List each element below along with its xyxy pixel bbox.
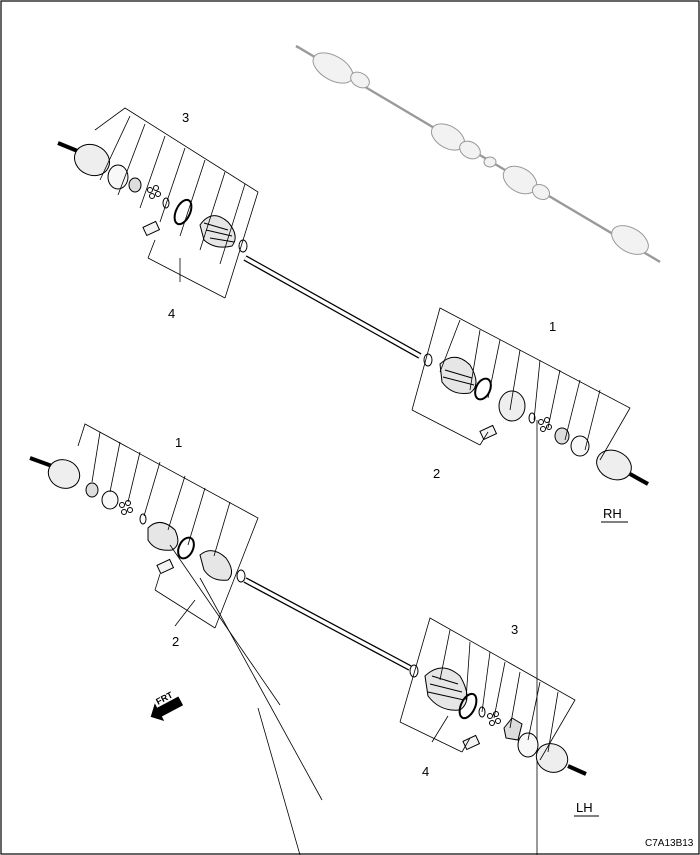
lh-inner-joint-parts [29,456,246,583]
callout-rh-right-1: 1 [549,319,556,334]
overview-axle-ghost [295,44,663,266]
rh-outer-joint-parts [423,353,649,486]
callout-lh-right-3: 3 [511,622,518,637]
lh-inner-leader-frame [77,423,323,855]
lh-outer-joint-parts [409,664,587,776]
rh-axle-shaft [243,255,422,359]
figure-code: C7A13B13 [645,838,694,849]
lh-outer-leader-frame [399,617,576,761]
callout-rh-top-3: 3 [182,110,189,125]
rh-outer-leader-frame [411,307,631,855]
lh-axle-shaft [243,577,412,671]
callout-lh-left-1: 1 [175,435,182,450]
callout-lh-left-2: 2 [172,634,179,649]
rh-inner-leader-frame [94,107,259,299]
side-label-lh: LH [576,800,593,815]
front-arrow-icon: FRT [150,690,184,721]
callout-rh-top-4: 4 [168,306,175,321]
callout-lh-right-4: 4 [422,764,429,779]
rh-inner-joint-parts [57,141,248,253]
side-label-rh: RH [603,506,622,521]
callout-rh-right-2: 2 [433,466,440,481]
